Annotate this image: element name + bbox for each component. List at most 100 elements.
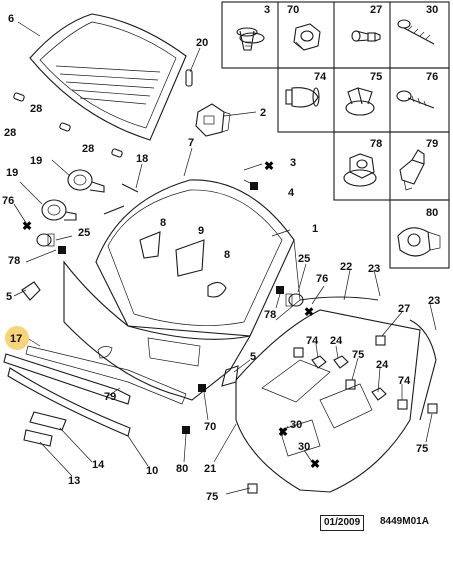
callout-5b: 5	[250, 351, 256, 363]
callout-75c: 75	[206, 491, 218, 503]
grid-label-75: 75	[370, 71, 382, 83]
marker-white-27	[375, 335, 386, 346]
callout-19b: 19	[6, 167, 18, 179]
callout-76b: 76	[316, 273, 328, 285]
tailgate-door	[63, 179, 295, 401]
grid-row-2-frame	[277, 67, 450, 133]
callout-78b: 78	[264, 309, 276, 321]
inner-trim-panel	[235, 309, 421, 493]
marker-black-4	[250, 182, 258, 190]
inner-panel-cutout	[319, 383, 373, 429]
lamp-14-icon	[29, 411, 67, 431]
rivet-75-icon	[345, 87, 375, 116]
strut-20-icon	[185, 69, 193, 87]
marker-black-78a	[58, 246, 66, 254]
clip-3-icon	[236, 27, 265, 51]
callout-21: 21	[204, 463, 216, 475]
marker-cross-76b: ✖	[304, 305, 314, 319]
marker-white-75a	[345, 379, 356, 390]
callout-70: 70	[204, 421, 216, 433]
seal-22-icon	[299, 296, 379, 301]
tailgate-outer-shell	[95, 179, 295, 340]
grid-label-27: 27	[370, 4, 382, 16]
callout-28a: 28	[30, 103, 42, 115]
handle-recess	[97, 346, 113, 359]
callout-4: 4	[288, 187, 295, 199]
callout-17: 17	[10, 333, 22, 345]
callout-30b: 30	[298, 441, 310, 453]
lock-cylinder-19a-icon	[67, 169, 105, 193]
lamp-13-icon	[23, 429, 53, 447]
marker-white-74a	[293, 347, 304, 358]
grid-label-74: 74	[314, 71, 327, 83]
callout-labels: 6 20 2 3 4 7 18 19 19 76 25 78 5 17 28 2…	[2, 13, 440, 503]
callout-76a: 76	[2, 195, 14, 207]
callout-75a: 75	[352, 349, 364, 361]
clip-24a-icon	[333, 355, 349, 369]
inner-panel-cutout	[279, 419, 321, 457]
plate-recess	[147, 337, 201, 367]
grid-label-80: 80	[426, 207, 438, 219]
pin-clip-27-icon	[351, 30, 381, 42]
heater-grid-lines	[55, 65, 161, 105]
tailgate-lower-body	[63, 260, 251, 401]
grid-label-76: 76	[426, 71, 438, 83]
grid-label-30: 30	[426, 4, 438, 16]
callout-5a: 5	[6, 291, 12, 303]
callout-6: 6	[8, 13, 14, 25]
grid-row-4-frame	[389, 199, 450, 269]
lock-cylinder-19b-icon	[41, 199, 77, 221]
clip-74a-icon	[311, 355, 327, 369]
rear-glass-panel	[29, 13, 187, 141]
marker-black-80	[182, 426, 190, 434]
grid-label-70: 70	[287, 4, 299, 16]
screw-30-icon	[397, 19, 435, 45]
flange-nut-78-icon	[343, 153, 377, 187]
screw-76-icon	[396, 90, 435, 109]
clip-25a-icon	[36, 233, 55, 247]
clip-80-icon	[397, 227, 441, 257]
strip-79-icon	[25, 345, 187, 405]
callout-75b: 75	[416, 443, 428, 455]
window-8a-icon	[139, 231, 161, 259]
callout-13: 13	[68, 475, 80, 487]
fastener-grid: 3 70 27 30 74 75 76 78 79 80	[221, 1, 450, 269]
callout-3: 3	[290, 157, 296, 169]
grid-label-3: 3	[264, 4, 270, 16]
callout-25a: 25	[78, 227, 90, 239]
callout-24a: 24	[330, 335, 343, 347]
bracket-5a-icon	[21, 281, 41, 301]
rubber-stop-74-icon	[285, 87, 320, 108]
grid-row-1-frame	[221, 1, 450, 69]
callout-7: 7	[188, 137, 194, 149]
marker-cross-30b: ✖	[310, 457, 320, 471]
callout-8a: 8	[160, 217, 166, 229]
stop-28a-icon	[13, 92, 25, 102]
grid-label-78: 78	[370, 138, 382, 150]
clip-79-icon	[399, 149, 425, 191]
pad-18a-icon	[121, 183, 139, 193]
callout-28c: 28	[82, 143, 94, 155]
callout-23a: 23	[368, 263, 380, 275]
marker-cross-3: ✖	[264, 159, 274, 173]
callout-23b: 23	[428, 295, 440, 307]
callout-24b: 24	[376, 359, 389, 371]
stop-28b-icon	[59, 122, 71, 132]
marker-cross-30a: ✖	[278, 425, 288, 439]
callout-19a: 19	[30, 155, 42, 167]
callout-18: 18	[136, 153, 148, 165]
date-label: 01/2009	[320, 515, 365, 531]
marker-white-75b	[427, 403, 438, 414]
callout-2: 2	[260, 107, 266, 119]
callout-79: 79	[104, 391, 116, 403]
inner-panel-outline	[235, 309, 421, 493]
callout-78a: 78	[8, 255, 20, 267]
callout-25b: 25	[298, 253, 310, 265]
callout-9: 9	[198, 225, 204, 237]
callout-30a: 30	[290, 419, 302, 431]
highlight-17	[5, 326, 29, 350]
bracket-2-icon	[195, 103, 231, 137]
callout-27: 27	[398, 303, 410, 315]
